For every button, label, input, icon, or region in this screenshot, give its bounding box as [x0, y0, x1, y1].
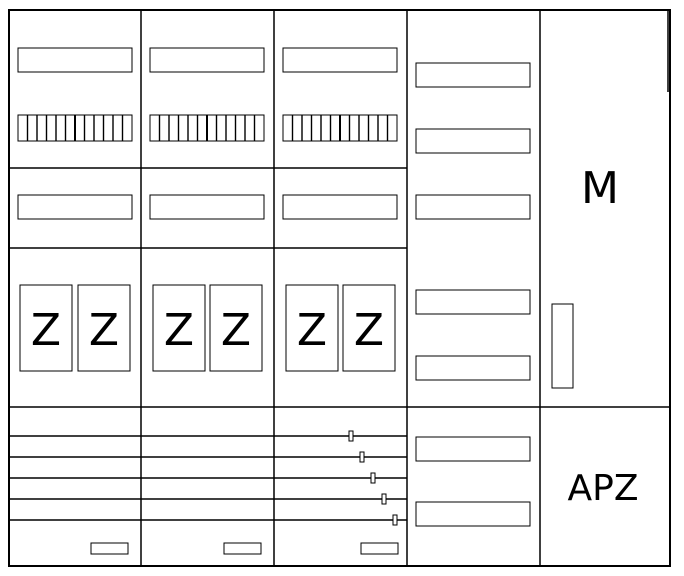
cabinet-frame — [8, 9, 671, 567]
terminal-strip — [360, 542, 399, 555]
meter-label: Z — [221, 305, 251, 356]
busbar-terminal — [359, 451, 365, 463]
meter-z-6: Z — [342, 284, 396, 372]
label-strip — [415, 436, 531, 462]
label-strip — [415, 62, 531, 88]
meter-label: Z — [31, 305, 61, 356]
meter-label: Z — [354, 305, 384, 356]
meter-label: Z — [164, 305, 194, 356]
label-strip — [415, 355, 531, 381]
meter-z-5: Z — [285, 284, 339, 372]
m-section-label: M — [581, 163, 619, 214]
busbar-terminal — [381, 493, 387, 505]
meter-z-3: Z — [152, 284, 206, 372]
label-strip — [282, 194, 398, 220]
terminal-strip — [90, 542, 129, 555]
apz-section-label: APZ — [568, 468, 639, 509]
breaker-rows — [17, 114, 398, 142]
meter-z-1: Z — [19, 284, 73, 372]
label-strip — [415, 128, 531, 154]
terminal-strip — [223, 542, 262, 555]
label-strip — [149, 47, 265, 73]
meter-z-2: Z — [77, 284, 131, 372]
label-strip — [149, 194, 265, 220]
label-strip — [415, 289, 531, 315]
label-strip — [282, 47, 398, 73]
busbar-terminal — [392, 514, 398, 526]
busbar-terminal — [348, 430, 354, 442]
label-strip — [17, 47, 133, 73]
label-strip — [415, 501, 531, 527]
label-strip — [17, 194, 133, 220]
busbar-terminal — [370, 472, 376, 484]
vertical-slot — [551, 303, 574, 389]
meter-z-4: Z — [209, 284, 263, 372]
label-strip — [415, 194, 531, 220]
meter-label: Z — [297, 305, 327, 356]
meter-label: Z — [89, 305, 119, 356]
